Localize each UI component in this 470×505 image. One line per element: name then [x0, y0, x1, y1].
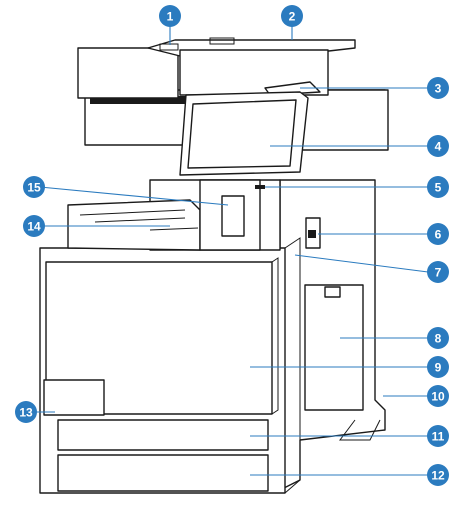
tray-2: [57, 419, 269, 451]
callout-8: 8: [427, 327, 449, 349]
hardware-integration-pocket: [221, 195, 245, 237]
scanner-right-block: [299, 89, 389, 151]
callout-6: 6: [427, 223, 449, 245]
adf-body: [77, 47, 179, 99]
usb-port: [255, 185, 265, 189]
callout-4: 4: [427, 135, 449, 157]
callout-number-3: 3: [435, 82, 442, 96]
callout-12: 12: [427, 464, 449, 486]
right-door-latch: [324, 286, 341, 298]
leader-line-15: [39, 186, 229, 206]
callout-7: 7: [427, 261, 449, 283]
callout-9: 9: [427, 356, 449, 378]
callout-number-4: 4: [435, 140, 442, 154]
callout-10: 10: [427, 385, 449, 407]
callout-number-9: 9: [435, 361, 442, 375]
callout-number-12: 12: [431, 469, 445, 483]
callout-number-11: 11: [432, 430, 445, 444]
callout-number-15: 15: [27, 181, 41, 195]
tray-3: [57, 454, 269, 492]
callouts: 1 2 3 4 5 6 7 8: [15, 5, 449, 486]
callout-number-13: 13: [19, 406, 33, 420]
callout-1: 1: [159, 5, 181, 27]
callout-number-2: 2: [289, 10, 296, 24]
callout-number-7: 7: [435, 266, 442, 280]
callout-number-10: 10: [431, 390, 445, 404]
output-bin: [67, 199, 201, 251]
leader-lines: [35, 16, 429, 476]
callout-2: 2: [281, 5, 303, 27]
printer-illustration: [39, 37, 389, 494]
callout-number-1: 1: [167, 10, 174, 24]
callout-3: 3: [427, 77, 449, 99]
callout-15: 15: [23, 176, 45, 198]
power-switch-area: [43, 379, 105, 416]
callout-number-8: 8: [435, 332, 442, 346]
touchscreen-display: [187, 99, 297, 169]
right-door: [304, 284, 364, 411]
callout-13: 13: [15, 401, 37, 423]
leader-line-7: [294, 254, 429, 273]
callout-5: 5: [427, 176, 449, 198]
callout-number-6: 6: [435, 228, 442, 242]
callout-number-5: 5: [435, 181, 442, 195]
callout-14: 14: [23, 215, 45, 237]
callout-11: 11: [427, 425, 449, 447]
callout-number-14: 14: [27, 220, 41, 234]
